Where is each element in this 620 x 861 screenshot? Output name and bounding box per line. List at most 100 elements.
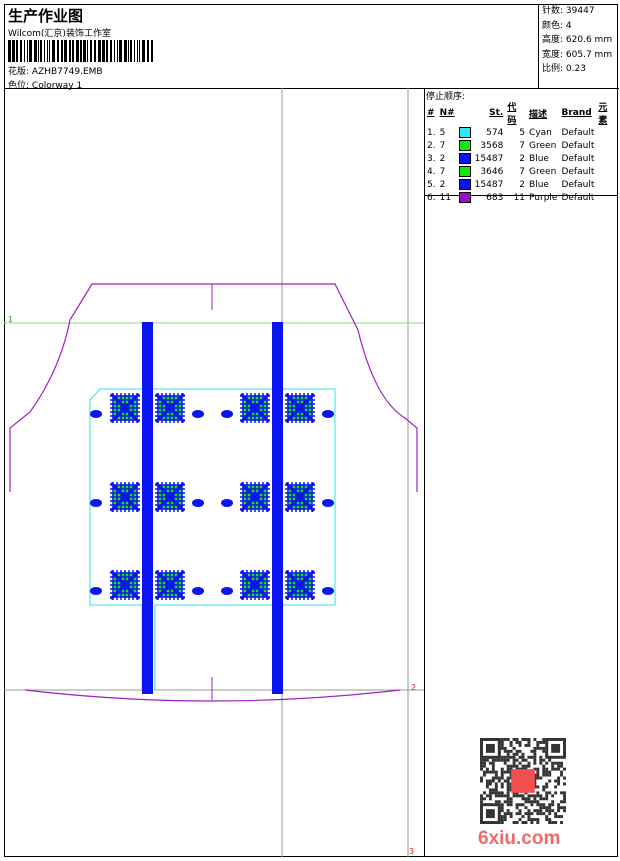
row-code: 7: [519, 166, 526, 177]
small-motif: [192, 499, 204, 507]
small-motif: [90, 499, 102, 507]
page-title: 生产作业图: [8, 7, 84, 25]
seal-icon: [511, 769, 535, 793]
row-element: [596, 139, 618, 152]
pattern-value: AZHB7749.EMB: [31, 67, 103, 77]
color-swatch: [457, 178, 473, 191]
small-motif: [192, 587, 204, 595]
info-height: 高度: 620.6 mm: [542, 35, 613, 45]
row-element: [596, 152, 618, 165]
row-stitches: 15487: [474, 179, 504, 190]
stop-sequence-title: 停止顺序:: [426, 92, 466, 102]
row-stitches: 574: [486, 127, 504, 138]
embroidery-motif: [109, 481, 141, 513]
embroidery-motif: [284, 569, 316, 601]
row-index: 6.: [427, 192, 436, 203]
row-code: 5: [519, 127, 526, 138]
embroidery-motif: [109, 569, 141, 601]
small-motif: [221, 499, 233, 507]
small-motif: [90, 410, 102, 418]
row-needle: 11: [439, 192, 452, 203]
small-motif: [221, 587, 233, 595]
row-needle: 2: [439, 153, 446, 164]
small-motif: [90, 587, 102, 595]
row-stitches: 15487: [474, 153, 504, 164]
svg-text:2: 2: [411, 683, 416, 692]
colorway-label: 色位:: [8, 81, 30, 91]
col-brand: Brand: [561, 108, 592, 118]
page-frame: [4, 4, 618, 857]
pattern-label: 花版:: [8, 67, 30, 77]
color-swatch: [457, 191, 473, 204]
embroidery-motif: [284, 481, 316, 513]
row-description: Green: [529, 166, 557, 177]
small-motif: [192, 410, 204, 418]
design-info: 针数: 39447 颜色: 4 高度: 620.6 mm 宽度: 605.7 m…: [538, 4, 619, 89]
embroidery-motif: [154, 569, 186, 601]
row-brand: Default: [561, 140, 595, 151]
header: 生产作业图 Wilcom(汇京)装饰工作室 花版: AZHB7749.EMB 色…: [4, 4, 538, 91]
col-code: 代码: [507, 103, 517, 126]
row-index: 4.: [427, 166, 436, 177]
row-description: Cyan: [529, 127, 552, 138]
company-name: Wilcom(汇京)装饰工作室: [8, 29, 111, 39]
row-brand: Default: [561, 179, 595, 190]
row-index: 2.: [427, 140, 436, 151]
row-element: [596, 126, 618, 139]
small-motif: [221, 410, 233, 418]
row-brand: Default: [561, 192, 595, 203]
small-motif: [322, 499, 334, 507]
row-stitches: 3568: [480, 140, 504, 151]
col-element: 元素: [598, 103, 608, 126]
svg-text:1: 1: [8, 315, 13, 324]
embroidery-motif: [154, 481, 186, 513]
row-description: Purple: [529, 192, 558, 203]
pattern-file: 花版: AZHB7749.EMB: [8, 64, 103, 77]
row-index: 3.: [427, 153, 436, 164]
row-needle: 5: [439, 127, 446, 138]
embroidery-motif: [109, 392, 141, 424]
info-width: 宽度: 605.7 mm: [542, 49, 613, 60]
colorway: 色位: Colorway 1: [8, 78, 82, 91]
row-stitches: 683: [486, 192, 504, 203]
row-description: Blue: [529, 179, 549, 190]
color-swatch: [457, 126, 473, 139]
small-motif: [322, 410, 334, 418]
qr-code: [480, 738, 566, 824]
col-description: 描述: [529, 109, 548, 120]
embroidery-design: 1 2 3: [4, 88, 424, 857]
embroidery-motif: [154, 392, 186, 424]
color-swatch: [457, 152, 473, 165]
row-description: Blue: [529, 153, 549, 164]
embroidery-motif: [239, 392, 271, 424]
row-brand: Default: [561, 153, 595, 164]
row-code: 2: [519, 153, 526, 164]
info-scale: 比例: 0.23: [542, 64, 586, 74]
row-needle: 7: [439, 166, 446, 177]
color-swatch: [457, 165, 473, 178]
row-element: [596, 178, 618, 191]
col-stitches: St.: [489, 108, 504, 118]
row-index: 1.: [427, 127, 436, 138]
colorway-value: Colorway 1: [31, 81, 83, 91]
row-element: [596, 191, 618, 204]
row-brand: Default: [561, 166, 595, 177]
row-code: 11: [513, 192, 526, 203]
design-canvas: 1 2 3: [4, 88, 425, 857]
barcode: [8, 40, 153, 62]
color-swatch: [457, 139, 473, 152]
row-description: Green: [529, 140, 557, 151]
embroidery-motif: [239, 569, 271, 601]
svg-text:3: 3: [409, 847, 414, 856]
row-code: 7: [519, 140, 526, 151]
row-stitches: 3646: [480, 166, 504, 177]
row-brand: Default: [561, 127, 595, 138]
row-index: 5.: [427, 179, 436, 190]
